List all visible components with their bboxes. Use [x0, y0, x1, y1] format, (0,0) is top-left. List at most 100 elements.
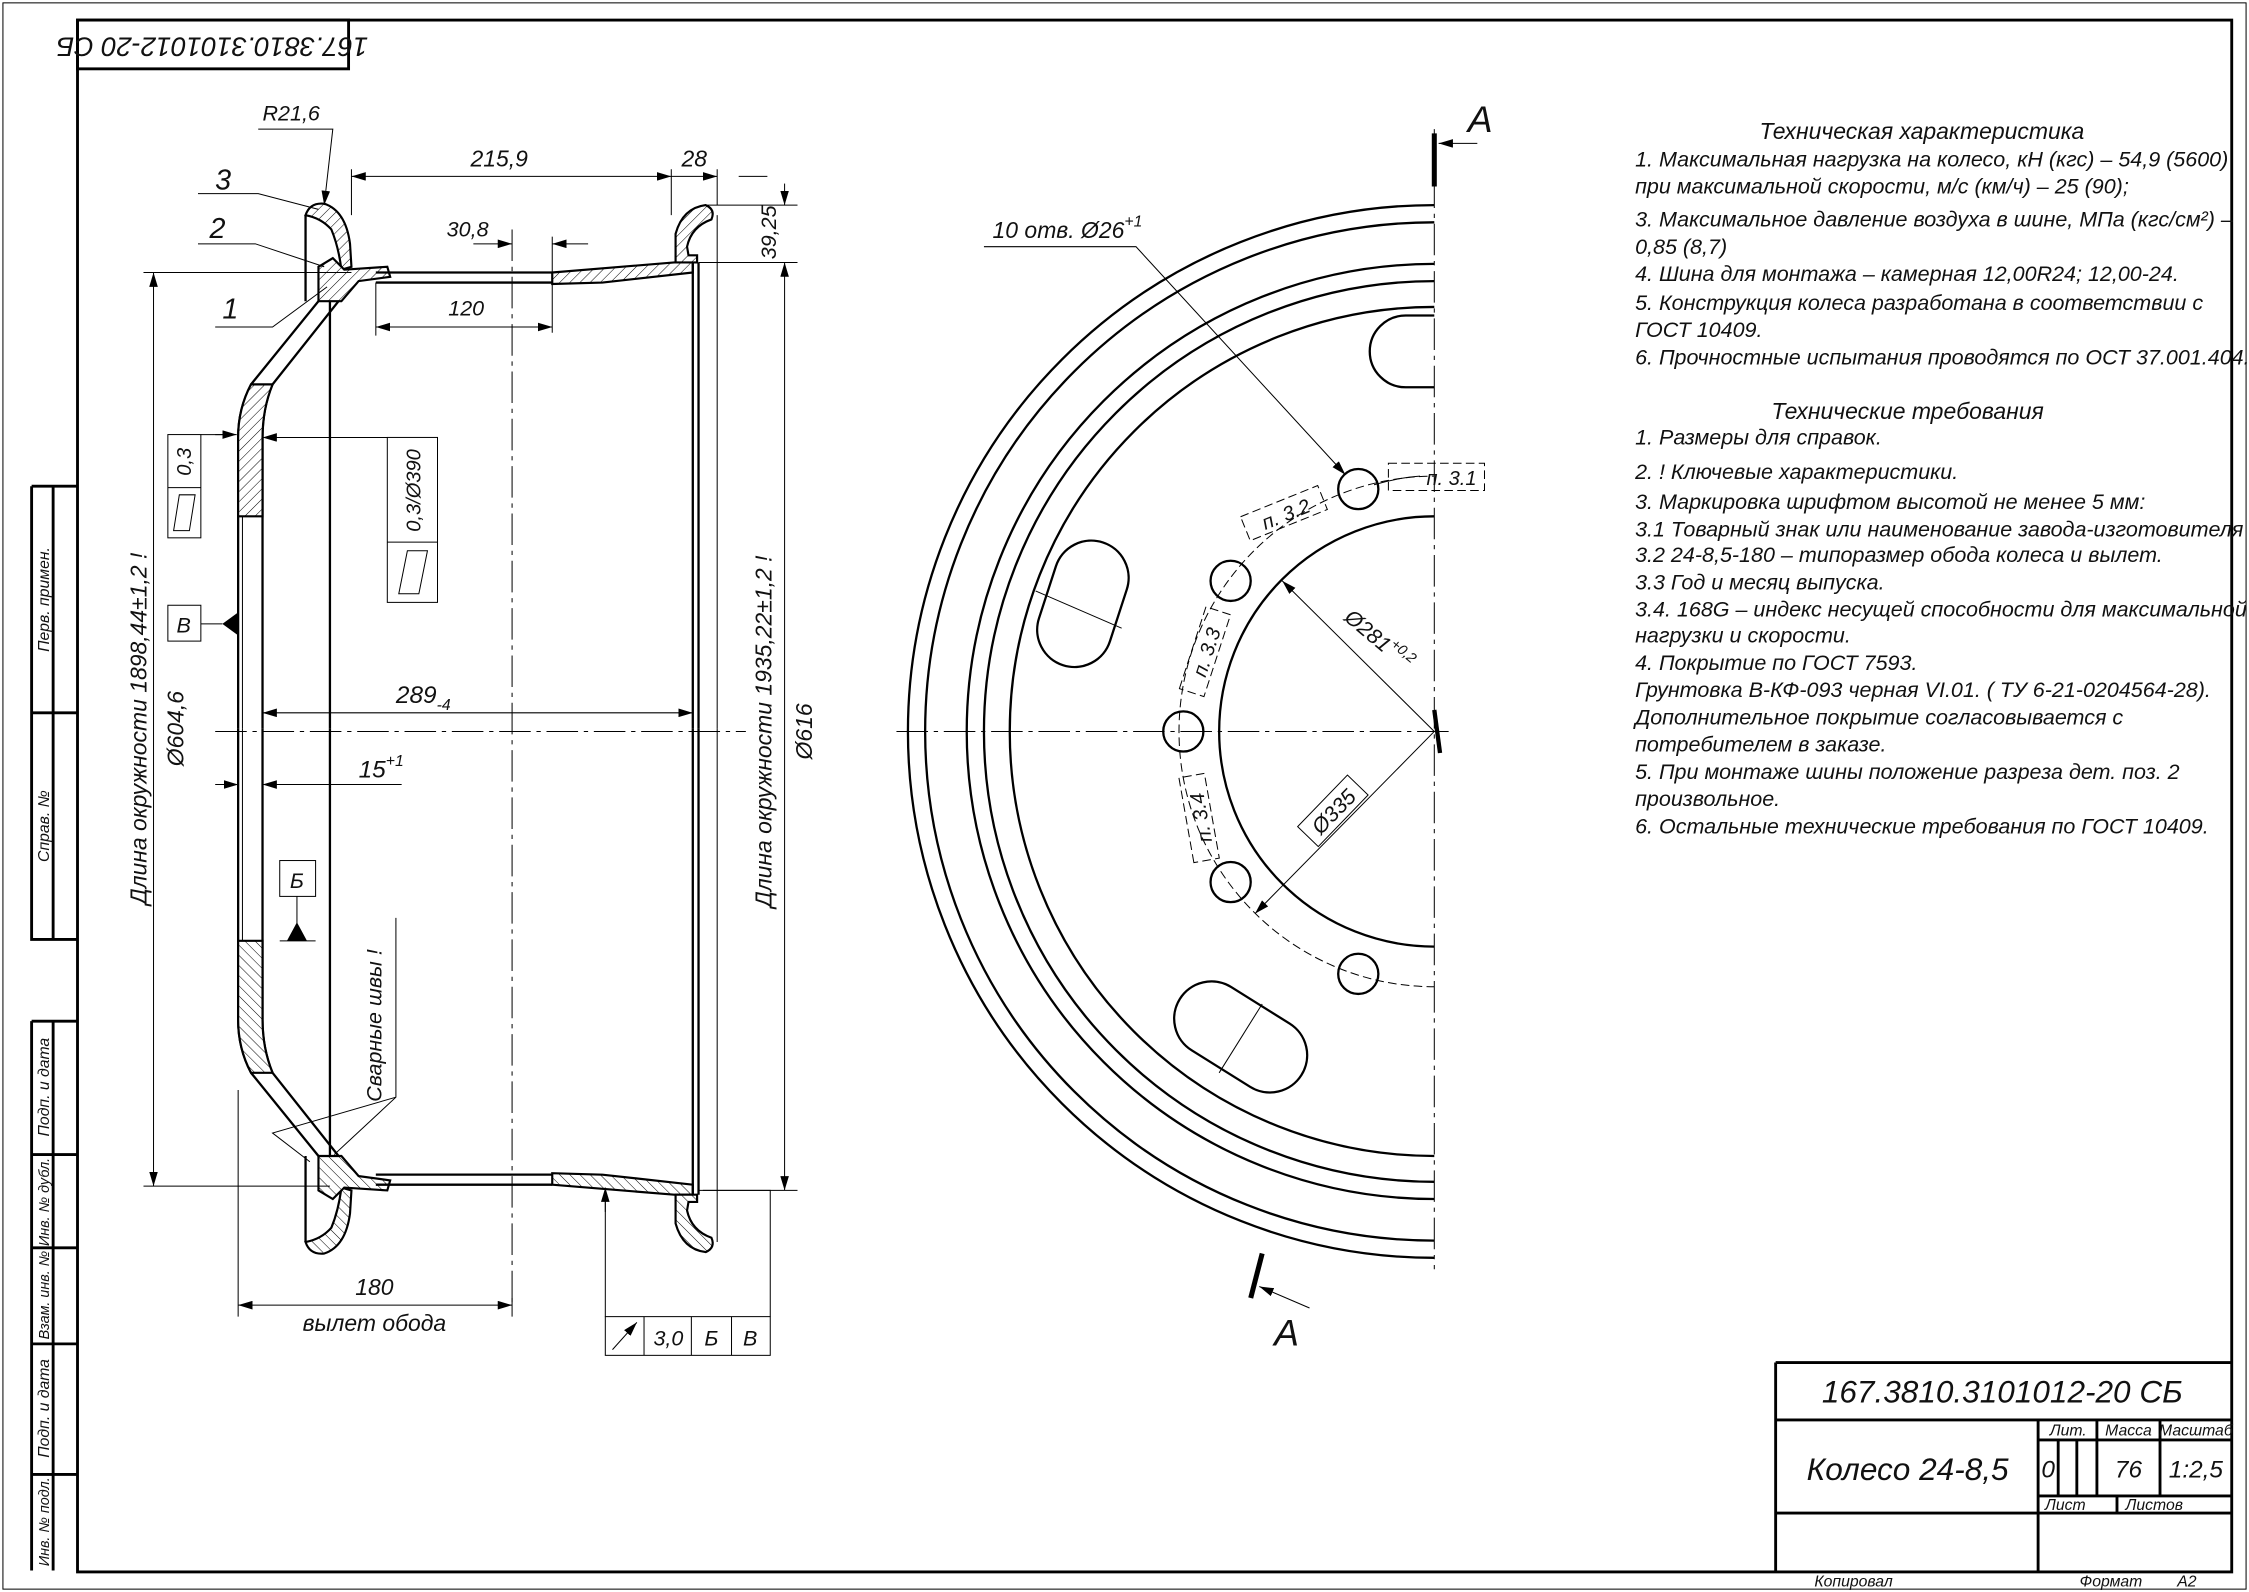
rim-bottom-half	[236, 727, 719, 1255]
right-diameter-label: Ø616	[791, 703, 817, 760]
position-2: 2	[208, 213, 225, 245]
datum-letter: Б	[290, 869, 304, 893]
technical-requirements: Технические требования 1. Размеры для сп…	[1633, 398, 2247, 838]
flatness-tolerance-frame: 0,3	[167, 430, 237, 539]
requirement-line: нагрузки и скорости.	[1635, 624, 1851, 648]
scale-value: 1:2,5	[2169, 1456, 2224, 1483]
wheel-section-view: 215,9 28 R21,6 3 2 1 30,8 120 39,25 Длин…	[125, 101, 817, 1356]
dim-289: 289-4	[395, 682, 451, 714]
dim-120: 120	[448, 297, 484, 321]
requirement-line: 4. Покрытие по ГОСТ 7593.	[1635, 651, 1917, 675]
mass-label: Масса	[2105, 1423, 2152, 1440]
dim-215-9: 215,9	[469, 145, 528, 171]
title-block-code: 167.3810.3101012-20 СБ	[1822, 1374, 2183, 1410]
sheet-label: Лист	[2044, 1497, 2086, 1514]
specs-line: 4. Шина для монтажа – камерная 12,00R24;…	[1635, 262, 2179, 286]
bolt-holes	[1162, 467, 1380, 996]
bolt-hole	[1209, 860, 1252, 904]
requirement-line: Грунтовка В-КФ-093 черная VI.01. ( ТУ 6-…	[1635, 678, 2211, 702]
flatness-tolerance-frame: 0,3/Ø390	[262, 433, 439, 603]
vent-slot	[1173, 980, 1309, 1094]
dim-335: Ø335	[1306, 784, 1361, 840]
specs-line: 3. Максимальное давление воздуха в шине,…	[1635, 208, 2234, 232]
requirement-line: 6. Остальные технические требования по Г…	[1635, 814, 2209, 838]
radius-label: R21,6	[263, 101, 320, 125]
left-diameter-label: Ø604,6	[163, 691, 189, 767]
dim-28: 28	[680, 145, 707, 171]
requirement-line: 3.4. 168G – индекс несущей способности д…	[1635, 598, 2247, 622]
specs-line: ГОСТ 10409.	[1635, 318, 1762, 342]
flatness-value: 0,3/Ø390	[403, 449, 425, 532]
runout-datum: Б	[704, 1326, 718, 1350]
requirement-line: 3. Маркировка шрифтом высотой не менее 5…	[1635, 490, 2145, 514]
strip-cell-label: Справ. №	[36, 790, 53, 862]
requirement-line: Дополнительное покрытие согласовывается …	[1633, 705, 2123, 729]
offset-label: вылет обода	[303, 1310, 447, 1336]
requirement-line: произвольное.	[1635, 787, 1780, 811]
strip-cell-label: Перв. примен.	[36, 547, 53, 652]
position-3: 3	[215, 164, 231, 196]
requirement-line: 3.2 24-8,5-180 – типоразмер обода колеса…	[1635, 543, 2163, 567]
stamp-code: 167.3810.3101012-20 СБ	[56, 31, 368, 62]
datum-v: В	[167, 604, 239, 642]
section-letter-top: A	[1466, 98, 1493, 140]
holes-callout: 10 отв. Ø26+1	[993, 214, 1143, 243]
lit-value: 0	[2041, 1456, 2055, 1483]
weld-note: Сварные швы !	[363, 949, 387, 1102]
wheel-front-view: A A 10 отв. Ø26+1 п. 3.1 п. 3.2 п. 3.3 п…	[896, 98, 1493, 1353]
requirement-line: 3.1 Товарный знак или наименование завод…	[1635, 517, 2244, 541]
right-circumference-label: Длина окружности 1935,22±1,2 !	[751, 555, 777, 911]
left-circumference-label: Длина окружности 1898,44±1,2 !	[125, 552, 151, 908]
bolt-hole	[1337, 952, 1380, 996]
requirement-line: 5. При монтаже шины положение разреза де…	[1635, 760, 2180, 784]
requirement-line: 2. ! Ключевые характеристики.	[1634, 460, 1958, 484]
specs-line: 1. Максимальная нагрузка на колесо, кН (…	[1635, 147, 2228, 171]
marking-ref-3-3: п. 3.3	[1189, 625, 1225, 679]
flatness-value: 0,3	[174, 448, 196, 476]
specs-line: 0,85 (8,7)	[1635, 235, 1727, 259]
strip-cell-label: Инв. № дубл.	[37, 1158, 53, 1246]
specs-line: 6. Прочностные испытания проводятся по О…	[1635, 345, 2249, 369]
marking-ref-3-4: п. 3.4	[1187, 791, 1217, 844]
drawing-frame	[76, 18, 2234, 1574]
sheets-label: Листов	[2125, 1497, 2183, 1514]
datum-be: Б	[279, 860, 317, 942]
vent-slot	[1368, 314, 1435, 389]
specs-line: при максимальной скорости, м/с (км/ч) – …	[1635, 175, 2129, 199]
specs-title: Техническая характеристика	[1760, 118, 2085, 144]
datum-letter: В	[176, 613, 190, 637]
runout-tolerance-frame: 3,0 Б В	[601, 1187, 771, 1356]
section-letter-bottom: A	[1272, 1311, 1299, 1353]
strip-cell-label: Подп. и дата	[36, 1359, 53, 1458]
requirement-line: 1. Размеры для справок.	[1635, 426, 1882, 450]
mass-value: 76	[2115, 1456, 2143, 1483]
vent-slot	[1035, 539, 1130, 669]
format-label: Формат	[2080, 1573, 2143, 1590]
rotated-code-stamp: 167.3810.3101012-20 СБ	[56, 18, 368, 71]
title-block: 167.3810.3101012-20 СБ Колесо 24-8,5 Лит…	[1774, 1361, 2234, 1590]
strip-cell-label: Подп. и дата	[36, 1038, 53, 1137]
bolt-hole	[1209, 559, 1252, 603]
requirement-line: 3.3 Год и месяц выпуска.	[1635, 570, 1885, 594]
dim-180: 180	[355, 1274, 394, 1300]
scale-label: Масштаб	[2159, 1423, 2234, 1440]
dim-281: Ø281+0,2	[1339, 602, 1419, 675]
technical-specs: Техническая характеристика 1. Максимальн…	[1635, 118, 2249, 369]
requirement-line: потребителем в заказе.	[1635, 733, 1886, 757]
specs-line: 5. Конструкция колеса разработана в соот…	[1635, 291, 2203, 315]
bolt-hole	[1337, 467, 1380, 511]
dim-15: 15+1	[359, 753, 404, 783]
strip-cell-label: Инв. № подл.	[37, 1477, 53, 1566]
runout-value: 3,0	[653, 1326, 683, 1350]
side-strip: Перв. примен. Справ. № Подп. и дата Инв.…	[30, 484, 78, 1571]
rim-top-half	[236, 202, 719, 1255]
dim-39-25: 39,25	[757, 204, 781, 259]
runout-datum: В	[743, 1326, 757, 1350]
lit-label: Лит.	[2049, 1423, 2087, 1440]
marking-ref-3-1: п. 3.1	[1426, 468, 1476, 490]
copied-label: Копировал	[1814, 1573, 1893, 1590]
position-1: 1	[222, 293, 238, 325]
dim-30-8: 30,8	[447, 218, 489, 242]
